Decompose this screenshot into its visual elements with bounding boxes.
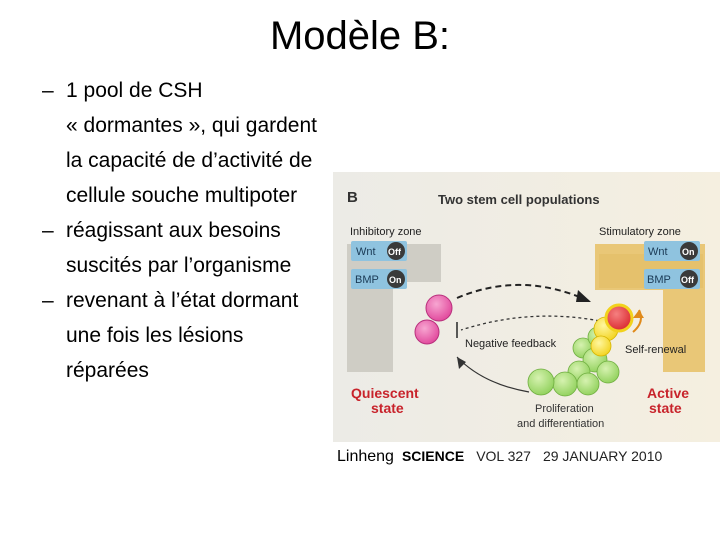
differentiated-cell — [576, 372, 600, 396]
bullet-line: la capacité de d’activité de — [66, 149, 313, 172]
right-bmp-chip: BMP Off — [644, 269, 700, 289]
differentiation-label: and differentiation — [517, 418, 604, 430]
right-bmp-name: BMP — [647, 274, 671, 286]
right-bmp-state: Off — [681, 275, 695, 285]
bullet-line: réparées — [66, 359, 149, 382]
figure-caption: Linheng SCIENCE VOL 327 29 JANUARY 2010 — [337, 448, 662, 466]
left-wnt-chip: Wnt Off — [351, 241, 407, 261]
bullet-item-2: – réagissant aux besoins suscités par l’… — [42, 213, 362, 283]
left-bmp-state: On — [389, 275, 402, 285]
stem-cell-figure: B Two stem cell populations Inhibitory z… — [333, 172, 720, 442]
activation-arrowhead — [576, 290, 591, 302]
bullet-line: revenant à l’état dormant — [66, 289, 299, 312]
right-wnt-state: On — [682, 247, 695, 257]
panel-letter: B — [347, 189, 358, 206]
negative-feedback-arrow — [460, 315, 606, 331]
caption-volume: VOL 327 — [476, 448, 531, 464]
caption-author: Linheng — [337, 448, 394, 465]
bullet-line: cellule souche multipoter — [66, 184, 298, 207]
right-wnt-name: Wnt — [648, 246, 668, 258]
bullet-line: réagissant aux besoins — [66, 219, 281, 242]
self-renewal-label: Self-renewal — [625, 344, 686, 356]
bullet-item-3: – revenant à l’état dormant une fois les… — [42, 283, 362, 388]
bullet-dash: – — [42, 219, 54, 242]
differentiated-cell — [527, 368, 555, 396]
bullet-list: – 1 pool de CSH « dormantes », qui garde… — [42, 73, 362, 388]
active-label: Active — [647, 385, 689, 401]
differentiated-cell — [596, 360, 620, 384]
bullet-item-1: – 1 pool de CSH « dormantes », qui garde… — [42, 73, 362, 213]
caption-journal: SCIENCE — [401, 448, 465, 464]
quiescent-label: Quiescent — [351, 385, 419, 401]
bullet-line: une fois les lésions — [66, 324, 244, 347]
right-wnt-chip: Wnt On — [644, 241, 700, 261]
left-bmp-name: BMP — [355, 274, 379, 286]
bullet-line: « dormantes », qui gardent — [66, 114, 317, 137]
active-stem-cell — [604, 303, 634, 333]
stimulatory-zone-label: Stimulatory zone — [599, 226, 681, 238]
figure-header: Two stem cell populations — [438, 192, 600, 207]
active-state-label: state — [649, 400, 682, 416]
left-wnt-name: Wnt — [356, 246, 376, 258]
inhibitory-zone-label: Inhibitory zone — [350, 226, 422, 238]
bullet-line: 1 pool de CSH — [66, 79, 203, 102]
progenitor-cell — [590, 335, 612, 357]
proliferation-label: Proliferation — [535, 403, 594, 415]
quiescent-cell — [414, 319, 440, 345]
negative-feedback-label: Negative feedback — [465, 338, 557, 350]
left-wnt-state: Off — [388, 247, 402, 257]
bullet-line: suscités par l’organisme — [66, 254, 292, 277]
quiescent-cell — [425, 294, 453, 322]
left-bmp-chip: BMP On — [351, 269, 407, 289]
bullet-dash: – — [42, 289, 54, 312]
bullet-dash: – — [42, 79, 54, 102]
figure-svg: B Two stem cell populations Inhibitory z… — [333, 172, 720, 442]
activation-arrow — [456, 284, 592, 303]
figure-background — [333, 172, 720, 442]
slide-title: Modèle B: — [269, 14, 451, 58]
differentiated-cell — [552, 371, 578, 397]
quiescent-state-label: state — [371, 400, 404, 416]
caption-date: 29 JANUARY 2010 — [542, 448, 663, 464]
